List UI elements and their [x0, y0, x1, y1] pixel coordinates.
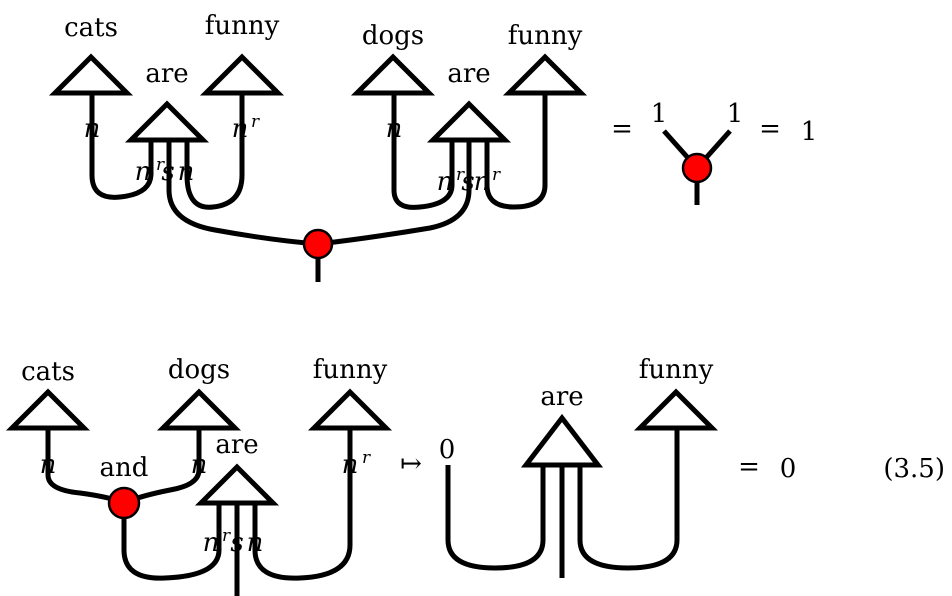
rhs-word-are: are [540, 382, 583, 412]
funny-triangle-bottom [307, 388, 393, 431]
type-s-are-bottom: s [230, 528, 243, 558]
scalar-zero: 0 [439, 435, 456, 465]
spider-dot-top [302, 228, 334, 260]
cup-are-funny [184, 93, 245, 210]
equals-sign-bottom: = [738, 452, 760, 482]
word-cats: cats [64, 13, 118, 43]
dogs-triangle [350, 53, 436, 96]
type-r-funny-bottom: r [362, 448, 371, 468]
cup-are-funny-bottom [252, 428, 353, 581]
are-state-1: are [124, 59, 210, 143]
funny-state-1: funny [199, 11, 285, 96]
equation-number: (3.5) [883, 454, 945, 484]
spider-dot-and [107, 486, 141, 520]
type-n-are-bottom-b: n [247, 528, 264, 558]
cup-are-funny-2 [484, 93, 548, 210]
type-r-are-bottom: r [222, 526, 231, 546]
rhs-cup-left [445, 465, 546, 571]
are-triangle-2 [426, 100, 512, 143]
word-are-1: are [145, 59, 188, 89]
are-state-2: are [426, 59, 512, 143]
type-r-funny-1: r [251, 112, 260, 132]
funny-triangle-1 [199, 53, 285, 96]
type-n-are-bottom: n [203, 528, 220, 558]
word-and: and [100, 453, 149, 483]
scalar-one-left: 1 [651, 99, 668, 129]
bottom-diagram: cats dogs funny are and n n n r s n n r … [5, 355, 945, 596]
result-one: 1 [801, 117, 818, 147]
cup-cats-are [89, 93, 154, 200]
top-diagram: cats are funny dogs are funny [48, 11, 818, 282]
are-triangle-1 [124, 100, 210, 143]
are-triangle-bottom [194, 463, 280, 506]
word-funny-2: funny [508, 21, 583, 51]
type-n-are-2: n [437, 167, 454, 197]
equals-sign-top-1: = [611, 114, 633, 144]
cats-state: cats [48, 13, 134, 96]
word-are-bottom: are [215, 430, 258, 460]
rhs-word-funny: funny [639, 355, 714, 385]
rhs-cup-right [577, 428, 680, 571]
type-n-funny-1: n [232, 114, 249, 144]
equals-sign-top-2: = [759, 114, 781, 144]
dogs-triangle-bottom [156, 388, 242, 431]
type-n-dogs: n [386, 114, 403, 144]
cats-triangle-bottom [5, 388, 91, 431]
type-n-cats-bottom: n [40, 450, 57, 480]
type-n-dogs-bottom: n [191, 450, 208, 480]
word-dogs-bottom: dogs [168, 355, 230, 385]
type-r-are-2: r [456, 165, 465, 185]
type-s-are-2: s [461, 167, 474, 197]
maps-to-arrow: ↦ [400, 449, 422, 479]
type-n-are-1: n [135, 157, 152, 187]
spider-dot-y [681, 152, 713, 184]
rhs-are-triangle [520, 413, 604, 468]
type-n-are-1b: n [178, 157, 195, 187]
cats-triangle [48, 53, 134, 96]
word-cats-bottom: cats [21, 357, 75, 387]
dogs-state: dogs [350, 21, 436, 96]
type-n-are-2b: n [474, 167, 491, 197]
word-funny-bottom: funny [313, 355, 388, 385]
word-are-2: are [447, 59, 490, 89]
funny-state-2: funny [502, 21, 588, 96]
sentence-wire-left [166, 140, 319, 247]
funny-triangle-2 [502, 53, 588, 96]
result-zero: 0 [780, 454, 797, 484]
rhs-funny-triangle [633, 388, 719, 431]
type-r-are-1: r [156, 155, 165, 175]
type-n-funny-bottom: n [342, 450, 359, 480]
cup-and-are [121, 503, 222, 581]
type-n-cats: n [84, 114, 101, 144]
scalar-one-right: 1 [727, 99, 744, 129]
cup-dogs-are [391, 93, 455, 210]
word-funny-1: funny [205, 11, 280, 41]
word-dogs: dogs [362, 21, 424, 51]
type-r-are-2b: r [492, 165, 501, 185]
sentence-wire-right [317, 140, 472, 247]
type-s-are-1: s [161, 157, 174, 187]
